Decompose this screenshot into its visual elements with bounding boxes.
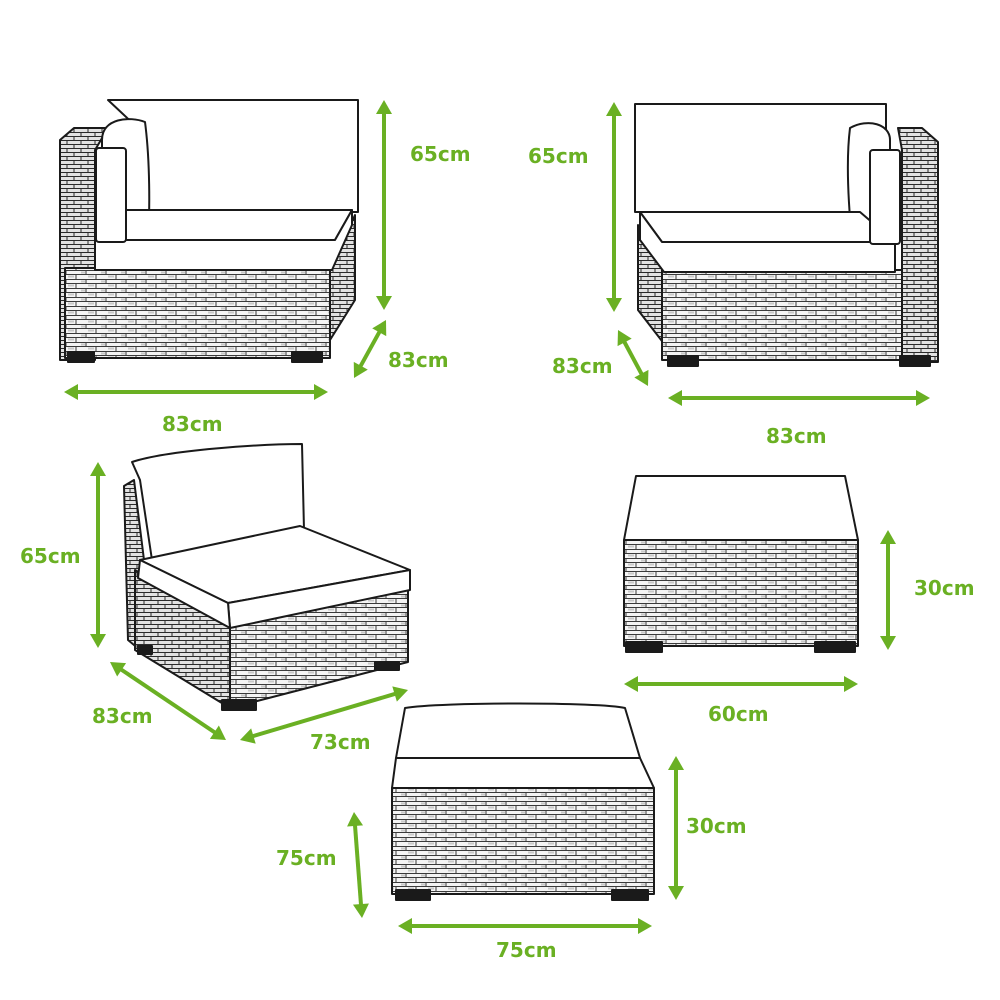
ottoman-depth-arrow [347,812,369,918]
left-sofa-width-arrow [64,384,328,400]
coffee-table-height-arrow [880,530,896,650]
ottoman-width-label: 75cm [496,938,557,962]
right-sofa-height-label: 65cm [528,144,589,168]
left-sofa-height-label: 65cm [410,142,471,166]
ottoman-height-label: 30cm [686,814,747,838]
middle-armless-chair [123,443,411,711]
left-sofa-width-label: 83cm [162,412,223,436]
ottoman-footstool [391,702,655,901]
right-corner-sofa [634,103,939,367]
coffee-table [623,475,859,653]
ottoman-height-arrow [668,756,684,900]
right-sofa-width-arrow [668,390,930,406]
middle-chair-depth-label: 83cm [92,704,153,728]
ottoman-width-arrow [398,918,652,934]
left-sofa-depth-label: 83cm [388,348,449,372]
right-sofa-depth-arrow [617,330,649,386]
coffee-table-width-arrow [624,676,858,692]
middle-chair-height-label: 65cm [20,544,81,568]
right-sofa-width-label: 83cm [766,424,827,448]
middle-chair-width-arrow [240,686,408,744]
middle-chair-height-arrow [90,462,106,648]
left-corner-sofa [59,99,359,363]
right-sofa-height-arrow [606,102,622,312]
left-sofa-depth-arrow [353,320,387,378]
ottoman-depth-label: 75cm [276,846,337,870]
coffee-table-width-label: 60cm [708,702,769,726]
coffee-table-height-label: 30cm [914,576,975,600]
middle-chair-depth-arrow [110,662,226,740]
middle-chair-width-label: 73cm [310,730,371,754]
right-sofa-depth-label: 83cm [552,354,613,378]
left-sofa-height-arrow [376,100,392,310]
dimension-arrows [64,100,930,934]
